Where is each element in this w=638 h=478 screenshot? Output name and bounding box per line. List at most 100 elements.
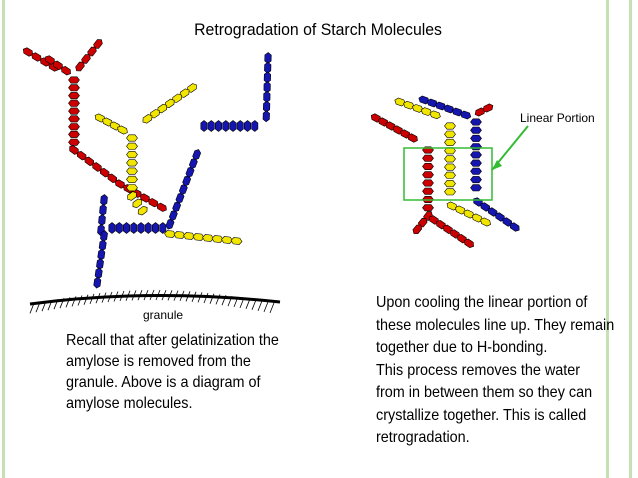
- red-chain-bead: [412, 224, 423, 235]
- blue-chain-bead: [182, 175, 192, 187]
- blue-chain-bead: [244, 120, 251, 132]
- granule-hatch-line: [77, 295, 83, 306]
- granule-hatch-line: [215, 294, 221, 305]
- blue-chain-bead: [460, 110, 472, 120]
- red-chain-bead: [61, 65, 71, 76]
- red-chain-bead: [68, 130, 80, 138]
- blue-chain-bead: [200, 120, 208, 132]
- blue-chain-bead: [96, 258, 104, 270]
- blue-chain-bead: [207, 120, 215, 132]
- yellow-chain-bead: [444, 171, 456, 179]
- red-chain-bead: [68, 115, 80, 123]
- granule-hatching: [29, 289, 275, 314]
- granule-hatch-line: [47, 300, 53, 311]
- granule-hatch-line: [149, 289, 155, 301]
- yellow-chain-bead: [420, 107, 432, 116]
- granule-hatch-line: [131, 290, 137, 301]
- blue-chain-bead: [165, 218, 175, 230]
- blue-chain-bead: [98, 214, 106, 226]
- right-explanation: Upon cooling the linear portion of these…: [376, 294, 615, 446]
- blue-chain-bead: [144, 222, 152, 234]
- granule-hatch-line: [221, 295, 227, 306]
- blue-chain-bead: [236, 120, 244, 132]
- yellow-chain-bead: [126, 151, 138, 159]
- yellow-chain-bead: [230, 237, 243, 245]
- granule-hatch-line: [203, 292, 209, 304]
- granule-hatch-line: [155, 289, 161, 301]
- yellow-chain-bead: [394, 97, 406, 107]
- red-chain-bead: [464, 238, 474, 249]
- blue-chain-bead: [100, 230, 108, 242]
- granule-hatch-line: [59, 298, 65, 309]
- blue-chain-bead: [470, 151, 482, 159]
- granule-hatch-line: [89, 293, 95, 305]
- yellow-chain-bead: [444, 130, 456, 138]
- granule-hatch-line: [35, 302, 41, 313]
- blue-chain-bead: [263, 91, 271, 103]
- red-chain-bead: [68, 76, 80, 84]
- red-chain-bead: [68, 84, 80, 92]
- yellow-chain-bead: [444, 155, 456, 163]
- slide-border-right-inner: [606, 0, 609, 478]
- yellow-chain-bead: [127, 191, 137, 201]
- blue-chain-bead: [229, 120, 237, 132]
- yellow-chain-bead: [444, 163, 456, 171]
- granule-surface: [29, 293, 281, 306]
- yellow-chain-bead: [444, 138, 456, 146]
- red-chain-bead: [156, 202, 167, 212]
- granule-hatch-line: [83, 294, 89, 305]
- yellow-chain-bead: [403, 100, 415, 110]
- red-chain-bead: [68, 107, 80, 115]
- granule-hatch-line: [191, 291, 197, 302]
- red-chain-bead: [148, 198, 159, 208]
- yellow-chain-bead: [192, 233, 205, 241]
- blue-chain-bead: [175, 192, 185, 204]
- red-chain-bead: [68, 123, 80, 131]
- blue-chain-bead: [172, 201, 182, 213]
- blue-chain-bead: [178, 183, 188, 195]
- blue-chain-bead: [509, 222, 520, 232]
- red-chain-bead: [422, 163, 434, 170]
- yellow-chain-bead: [132, 198, 143, 209]
- granule-hatch-line: [173, 290, 179, 301]
- granule-hatch-line: [233, 296, 239, 308]
- blue-chain-bead: [263, 71, 272, 84]
- yellow-chain-bead: [126, 167, 138, 175]
- yellow-chain-bead: [444, 122, 456, 130]
- linear-portion-box: [403, 147, 493, 201]
- blue-chain-bead: [123, 222, 130, 234]
- red-chain-bead: [68, 92, 80, 100]
- granule-hatch-line: [197, 292, 203, 303]
- slide-border-left: [2, 0, 5, 478]
- blue-chain-bead: [264, 52, 272, 64]
- blue-chain-bead: [470, 184, 482, 192]
- yellow-chain-bead: [183, 232, 195, 240]
- blue-chain-bead: [100, 194, 108, 206]
- blue-chain-bead: [188, 157, 198, 169]
- blue-chain-bead: [470, 143, 482, 151]
- granule-hatch-line: [239, 297, 245, 309]
- slide-border-right-outer: [629, 0, 632, 478]
- granule-hatch-line: [209, 293, 215, 304]
- red-chain-bead: [407, 133, 418, 143]
- yellow-chain-bead: [117, 125, 128, 135]
- yellow-chain-bead: [126, 175, 138, 183]
- slide-title: Retrogradation of Starch Molecules: [194, 20, 442, 39]
- red-chain-bead: [422, 171, 434, 179]
- granule-hatch-line: [263, 301, 269, 313]
- blue-chain-bead: [115, 222, 123, 234]
- granule-hatch-line: [119, 290, 125, 302]
- yellow-chain-bead: [126, 142, 138, 150]
- yellow-chain-bead: [221, 236, 233, 244]
- granule-hatch-line: [269, 302, 275, 314]
- granule-hatch-line: [95, 293, 101, 304]
- blue-chain-bead: [185, 166, 195, 178]
- granule-hatch-line: [137, 290, 143, 301]
- yellow-chain-bead: [429, 110, 441, 120]
- red-chain-bead: [482, 103, 494, 113]
- blue-chain-bead: [137, 222, 145, 234]
- granule-hatch-line: [257, 300, 263, 312]
- blue-chain-bead: [152, 222, 159, 234]
- blue-chain-bead: [470, 176, 482, 184]
